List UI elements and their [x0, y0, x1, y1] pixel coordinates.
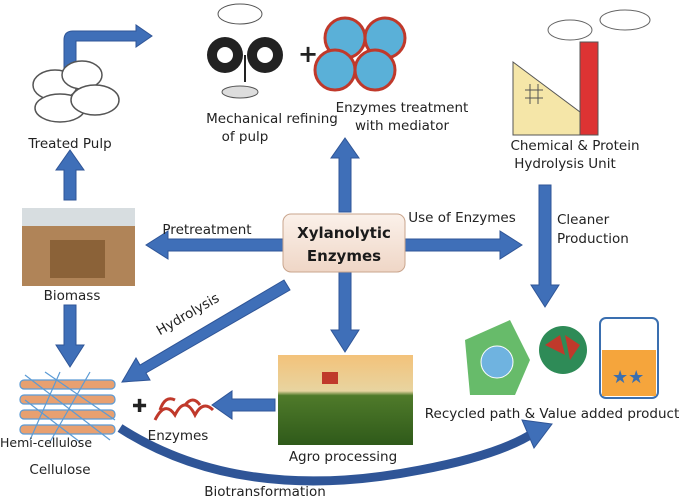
- label-enzymes: Enzymes: [148, 428, 209, 444]
- label-chemical-1: Chemical & Protein: [510, 138, 639, 154]
- center-title-1: Xylanolytic: [297, 224, 391, 242]
- label-biomass: Biomass: [44, 288, 101, 304]
- agro-field-photo-icon: [278, 355, 413, 445]
- label-hemicellulose: Hemi-cellulose: [0, 435, 92, 450]
- label-mediator-1: Enzymes treatment: [336, 100, 469, 116]
- label-biotransformation: Biotransformation: [204, 484, 326, 500]
- arrow-agro-to-enzymes: [211, 390, 276, 420]
- arrow-biotransformation: [117, 424, 538, 486]
- label-cleaner-2: Production: [557, 231, 629, 247]
- arrows: [55, 24, 560, 486]
- arrow-pulp-loop: [63, 24, 153, 69]
- arrow-left-pretreatment: [145, 230, 284, 260]
- label-treated-pulp: Treated Pulp: [27, 136, 111, 152]
- arrow-biomass-to-pulp: [55, 149, 85, 201]
- center-title-2: Enzymes: [307, 247, 381, 265]
- enzyme-particles-icon: [313, 16, 407, 92]
- star-icon: ★★: [612, 367, 644, 388]
- arrow-hydrolysis: [121, 279, 291, 383]
- arrow-biotransformation-head: [521, 419, 553, 449]
- plus-icon-2: ✚: [132, 396, 147, 417]
- center-box: [282, 213, 406, 273]
- center-node: Xylanolytic Enzymes: [282, 213, 406, 273]
- factory-icon: [512, 9, 651, 136]
- label-chemical-2: Hydrolysis Unit: [514, 156, 616, 172]
- arrow-biomass-to-cellulose: [55, 304, 85, 368]
- label-agro: Agro processing: [289, 449, 397, 465]
- cellulose-fibers-icon: [19, 371, 116, 443]
- arrow-up-to-mediator: [330, 137, 360, 213]
- enzyme-structure-icon: [153, 397, 215, 421]
- value-products-icon: ★★: [539, 317, 659, 399]
- label-mediator-2: with mediator: [355, 118, 450, 134]
- recycle-globe-icon: [465, 320, 530, 395]
- pulp-clouds-icon: [32, 60, 120, 123]
- label-cellulose: Cellulose: [29, 462, 90, 478]
- label-cleaner-1: Cleaner: [557, 212, 610, 228]
- label-recycled: Recycled path & Value added product: [425, 406, 680, 422]
- refiner-discs-icon: [207, 3, 283, 99]
- plus-icon: +: [298, 40, 318, 68]
- biomass-photo-icon: [22, 208, 135, 286]
- label-use-of-enzymes: Use of Enzymes: [408, 210, 515, 226]
- arrow-right-use-of-enzymes: [404, 230, 523, 260]
- label-mechanical-2: of pulp: [222, 129, 269, 145]
- label-pretreatment: Pretreatment: [162, 222, 251, 238]
- arrow-chemical-down: [530, 184, 560, 308]
- label-mechanical-1: Mechanical refining: [206, 111, 338, 127]
- arrow-down-agro: [330, 271, 360, 353]
